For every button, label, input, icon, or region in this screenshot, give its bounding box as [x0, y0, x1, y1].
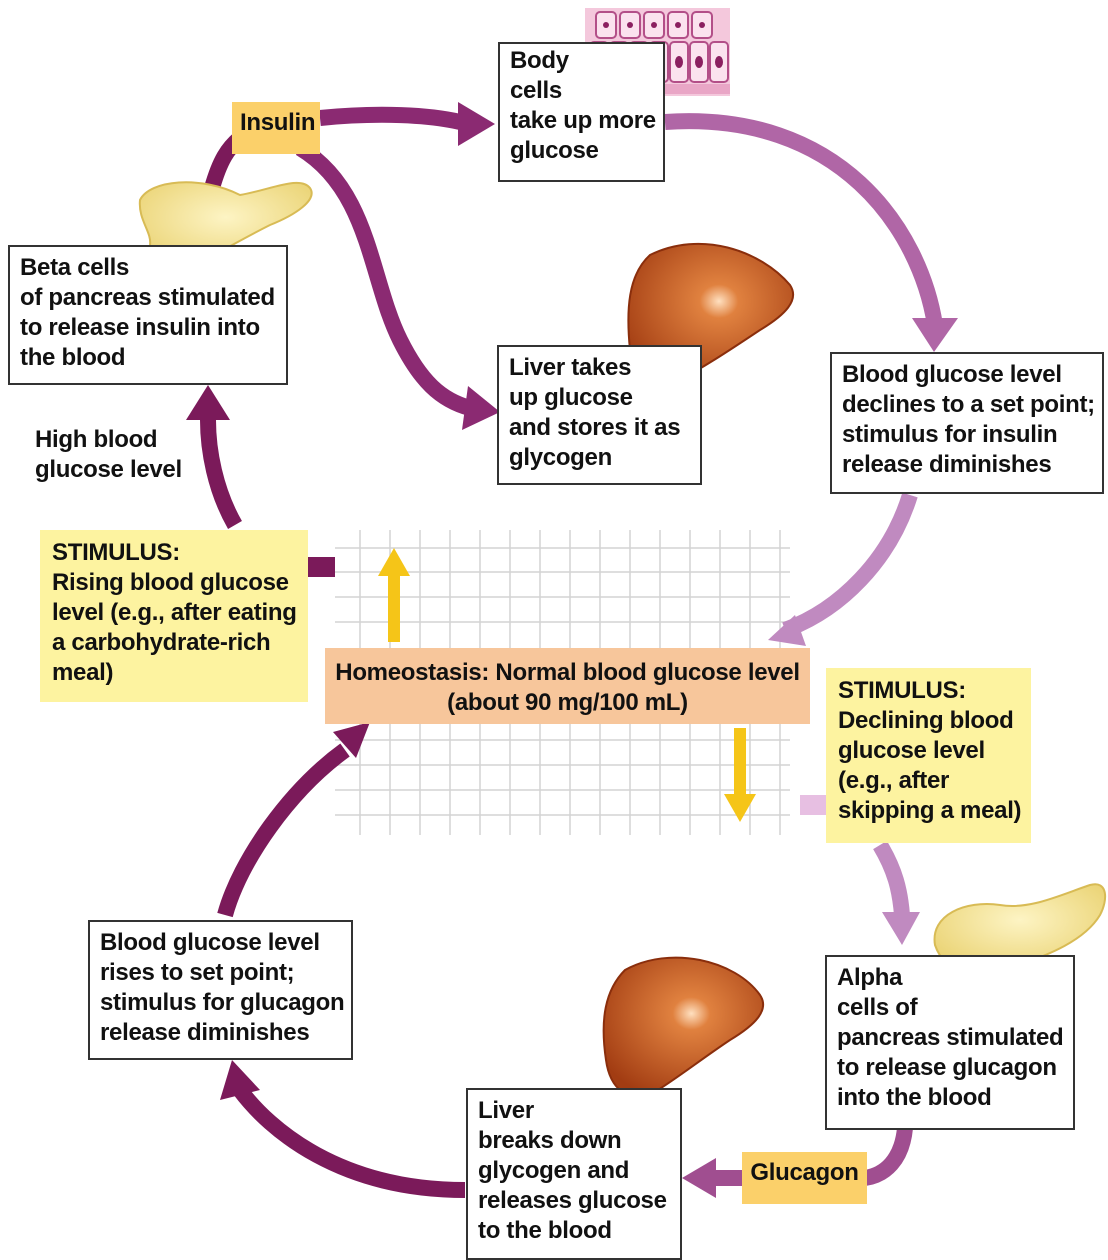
liver-to-rises-arrowhead — [220, 1060, 260, 1100]
declines-to-homeostasis-arrow — [785, 495, 910, 630]
liver-to-rises-arrow — [240, 1090, 465, 1190]
body-cells-line: Body — [510, 46, 653, 76]
glucose-rises-box: Blood glucose level rises to set point; … — [88, 920, 353, 1060]
declining-to-alpha-arrow — [880, 845, 902, 915]
insulin-label: Insulin — [232, 102, 320, 154]
insulin-to-body-cells-arrow — [320, 115, 460, 122]
high-blood-glucose-label: High blood glucose level — [35, 425, 182, 485]
stimulus-to-beta-cells-arrowhead — [186, 385, 230, 420]
glucose-declines-box: Blood glucose level declines to a set po… — [830, 352, 1104, 494]
body-cells-line: cells — [510, 76, 653, 106]
stimulus-rising-line: Rising blood glucose — [52, 568, 296, 598]
alpha-cells-box: Alpha cells of pancreas stimulated to re… — [825, 955, 1075, 1130]
stimulus-declining-line: STIMULUS: — [838, 676, 1019, 706]
glucose-rises-line: stimulus for glucagon — [100, 988, 341, 1018]
alpha-cells-line: Alpha — [837, 963, 1063, 993]
homeostasis-line: (about 90 mg/100 mL) — [333, 688, 802, 718]
insulin-to-liver-arrow — [300, 148, 470, 408]
stimulus-to-beta-cells-arrow — [208, 420, 235, 525]
glucose-rises-line: release diminishes — [100, 1018, 341, 1048]
insulin-to-liver-arrowhead — [462, 386, 500, 430]
stimulus-rising-box: STIMULUS: Rising blood glucose level (e.… — [40, 530, 308, 702]
alpha-cells-line: to release glucagon — [837, 1053, 1063, 1083]
liver-breaks-down-line: glycogen and — [478, 1156, 670, 1186]
rises-to-homeostasis-arrow — [225, 750, 345, 915]
declining-to-alpha-arrowhead — [882, 912, 920, 945]
liver-takes-up-box: Liver takes up glucose and stores it as … — [497, 345, 702, 485]
declining-stimulus-stub — [800, 795, 826, 815]
stimulus-rising-line: STIMULUS: — [52, 538, 296, 568]
stimulus-rising-line: level (e.g., after eating — [52, 598, 296, 628]
beta-cells-box: Beta cells of pancreas stimulated to rel… — [8, 245, 288, 385]
alpha-to-glucagon-arrow — [865, 1128, 905, 1178]
alpha-cells-line: into the blood — [837, 1083, 1063, 1113]
body-cells-line: take up more — [510, 106, 653, 136]
body-cells-box: Body cells take up more glucose — [498, 42, 665, 182]
beta-cells-line: Beta cells — [20, 253, 276, 283]
alpha-cells-line: cells of — [837, 993, 1063, 1023]
beta-cells-line: of pancreas stimulated — [20, 283, 276, 313]
glucose-up-arrow — [378, 548, 410, 642]
stimulus-declining-box: STIMULUS: Declining blood glucose level … — [826, 668, 1031, 843]
liver-breaks-down-line: to the blood — [478, 1216, 670, 1246]
stimulus-declining-line: glucose level — [838, 736, 1019, 766]
glucose-declines-line: Blood glucose level — [842, 360, 1092, 390]
homeostasis-box: Homeostasis: Normal blood glucose level … — [325, 648, 810, 724]
glucose-declines-line: release diminishes — [842, 450, 1092, 480]
liver-takes-up-line: up glucose — [509, 383, 690, 413]
stimulus-rising-line: a carbohydrate-rich — [52, 628, 296, 658]
liver-breaks-down-box: Liver breaks down glycogen and releases … — [466, 1088, 682, 1260]
liver-takes-up-line: Liver takes — [509, 353, 690, 383]
alpha-cells-line: pancreas stimulated — [837, 1023, 1063, 1053]
body-cells-to-declines-arrowhead — [912, 318, 958, 352]
glucose-declines-line: declines to a set point; — [842, 390, 1092, 420]
stimulus-rising-line: meal) — [52, 658, 296, 688]
glucose-rises-line: Blood glucose level — [100, 928, 341, 958]
glucose-rises-line: rises to set point; — [100, 958, 341, 988]
beta-cells-line: to release insulin into — [20, 313, 276, 343]
beta-cells-line: the blood — [20, 343, 276, 373]
stimulus-declining-line: Declining blood — [838, 706, 1019, 736]
liver-breaks-down-line: releases glucose — [478, 1186, 670, 1216]
body-cells-line: glucose — [510, 136, 653, 166]
glucagon-label: Glucagon — [742, 1152, 867, 1204]
stimulus-declining-line: (e.g., after — [838, 766, 1019, 796]
insulin-to-body-cells-arrowhead — [458, 102, 495, 146]
liver-takes-up-line: glycogen — [509, 443, 690, 473]
glucose-down-arrow — [724, 728, 756, 822]
liver-breaks-down-line: Liver — [478, 1096, 670, 1126]
glucagon-to-liver-arrowhead — [682, 1158, 716, 1198]
rising-stimulus-stub — [305, 557, 335, 577]
homeostasis-line: Homeostasis: Normal blood glucose level — [333, 658, 802, 688]
glucose-declines-line: stimulus for insulin — [842, 420, 1092, 450]
stimulus-declining-line: skipping a meal) — [838, 796, 1019, 826]
liver-breaks-down-line: breaks down — [478, 1126, 670, 1156]
liver-takes-up-line: and stores it as — [509, 413, 690, 443]
